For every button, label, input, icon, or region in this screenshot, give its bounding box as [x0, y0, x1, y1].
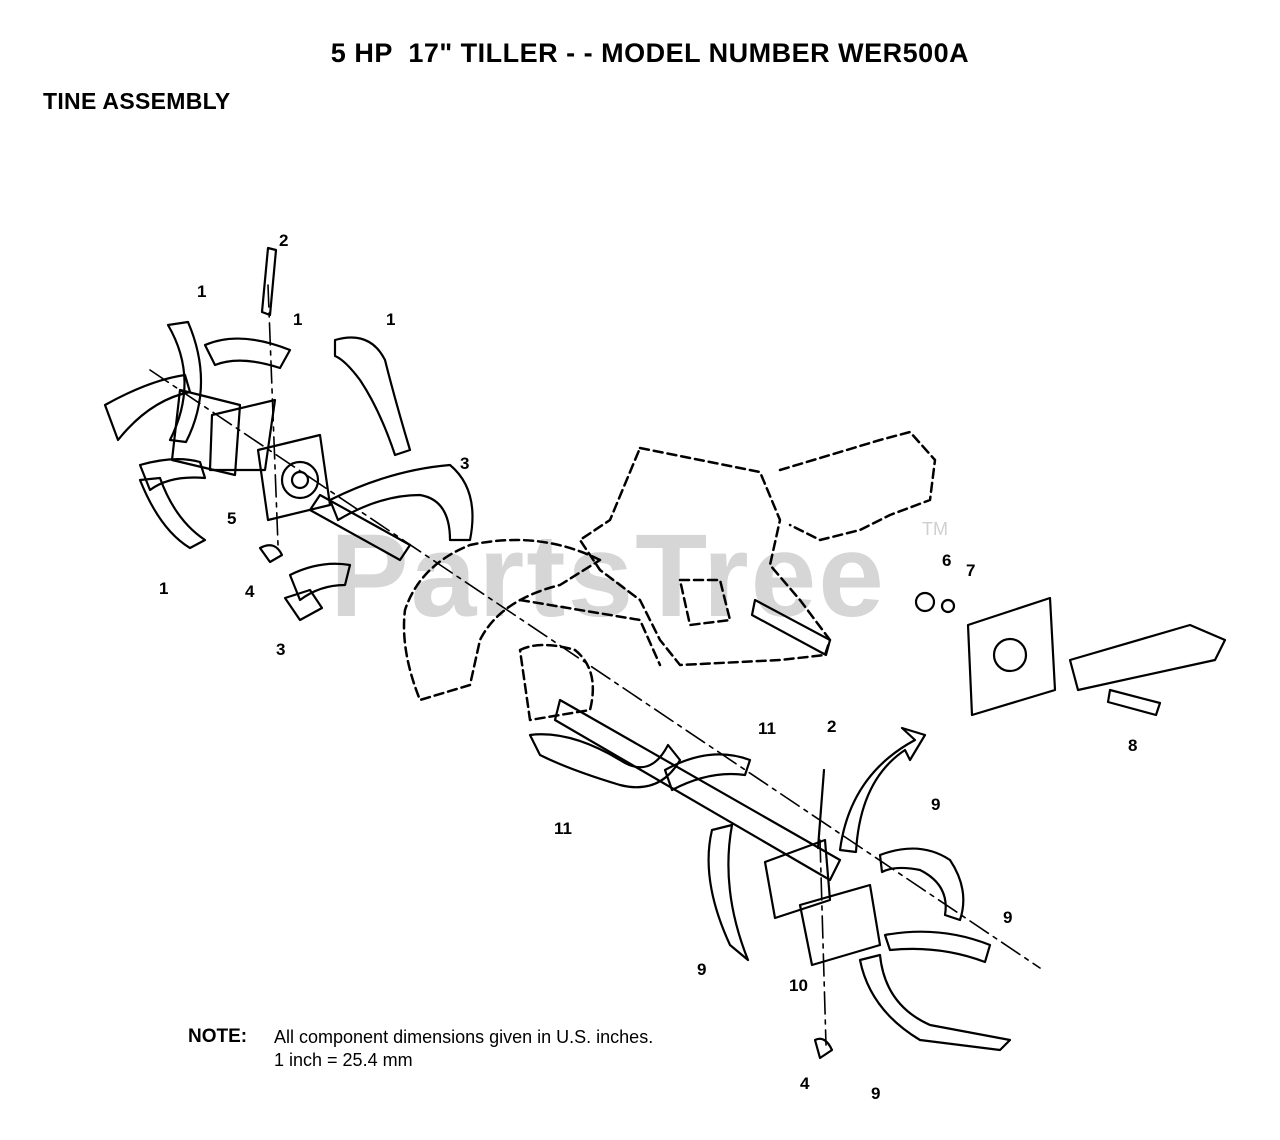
callout-8: 8	[1128, 736, 1138, 755]
callout-1-d: 1	[159, 579, 169, 598]
callout-6: 6	[942, 551, 952, 570]
callout-11-a: 11	[758, 719, 776, 738]
note-line-1: All component dimensions given in U.S. i…	[274, 1027, 654, 1047]
right-side-parts	[750, 591, 1227, 717]
callout-2-top: 2	[279, 231, 289, 250]
callout-1-a: 1	[197, 282, 207, 301]
callout-2-bottom: 2	[827, 717, 837, 736]
transmission-housing	[402, 430, 937, 722]
callout-10: 10	[789, 976, 808, 995]
callout-9-b: 9	[1003, 908, 1013, 927]
trademark: TM	[922, 519, 948, 539]
lower-tine-set	[528, 698, 1012, 1060]
section-title: TINE ASSEMBLY	[43, 88, 231, 114]
note-label: NOTE:	[188, 1026, 248, 1047]
callout-3-b: 3	[276, 640, 286, 659]
callout-5: 5	[227, 509, 237, 528]
callout-3-a: 3	[460, 454, 470, 473]
callout-9-a: 9	[931, 795, 941, 814]
callout-9-d: 9	[871, 1084, 881, 1103]
callout-1-c: 1	[386, 310, 396, 329]
page-title: 5 HP 17" TILLER - - MODEL NUMBER WER500A	[330, 38, 970, 68]
callout-11-b: 11	[554, 819, 572, 838]
left-tine-set	[103, 246, 474, 622]
note-line-2: 1 inch = 25.4 mm	[274, 1050, 413, 1070]
callout-1-b: 1	[293, 310, 303, 329]
callout-7: 7	[966, 561, 976, 580]
callout-4-b: 4	[800, 1074, 810, 1093]
callout-9-c: 9	[697, 960, 707, 979]
shaft-centerline	[149, 284, 1041, 1046]
callout-4-a: 4	[245, 582, 255, 601]
